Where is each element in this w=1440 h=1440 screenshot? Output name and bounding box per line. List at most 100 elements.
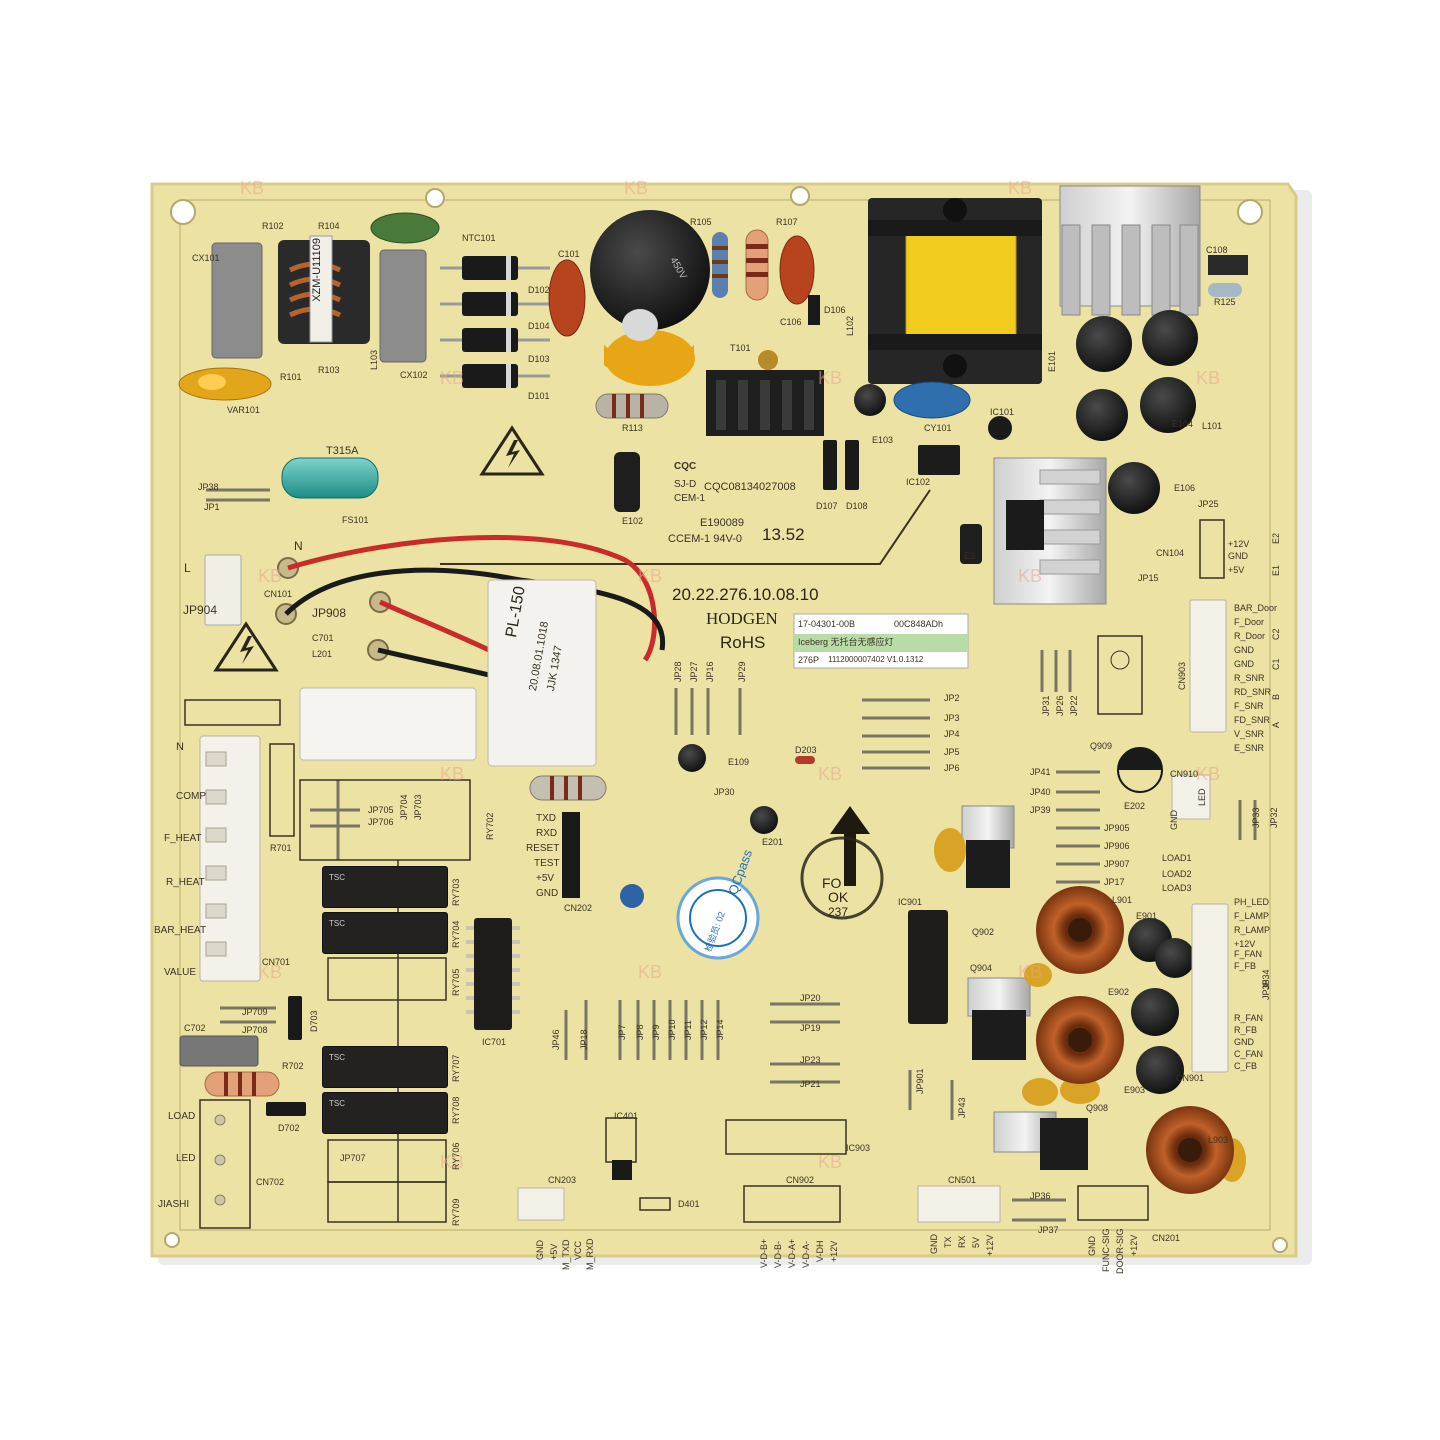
silkscreen-label: JP704 (399, 794, 409, 820)
silkscreen-label: JP35 (1261, 979, 1271, 1000)
silkscreen-label: RY705 (451, 968, 461, 996)
watermark: KB (258, 962, 283, 982)
silkscreen-label: JP26 (1055, 695, 1065, 716)
silkscreen-label: C108 (1206, 245, 1228, 255)
relay-label: TSC (329, 1053, 345, 1062)
silkscreen-label: +12V (1129, 1234, 1139, 1256)
silkscreen-label: JP28 (673, 661, 683, 682)
silkscreen-label: E106 (1174, 483, 1196, 493)
silkscreen-label: RD_SNR (1234, 687, 1272, 697)
silkscreen-label: M_RXD (585, 1238, 595, 1270)
silkscreen-label: CN501 (948, 1175, 977, 1185)
silkscreen-label: R702 (282, 1061, 304, 1071)
silkscreen-label: V-D-A+ (787, 1238, 797, 1268)
silkscreen-label: E903 (1124, 1085, 1146, 1095)
silkscreen-label: F_Door (1234, 617, 1265, 627)
relay-label: TSC (329, 919, 345, 928)
silkscreen-label: GND (536, 888, 559, 899)
watermark: KB (638, 962, 663, 982)
silkscreen-label: IC401 (614, 1111, 639, 1121)
watermark: KB (638, 566, 663, 586)
relay-label: TSC (329, 873, 345, 882)
sticker-line3-right: 1112000007402 V1.0.1312 (828, 655, 924, 664)
silkscreen-label: GND (1234, 659, 1254, 669)
silkscreen-label: GND (1234, 1037, 1254, 1047)
silkscreen-label: BAR_HEAT (154, 925, 207, 936)
silkscreen-label: D108 (846, 501, 868, 511)
silkscreen-label: JP18 (579, 1029, 589, 1050)
silkscreen-label: GND (1087, 1236, 1097, 1256)
silkscreen-label: C101 (558, 249, 580, 259)
silkscreen-label: F_SNR (1234, 701, 1264, 711)
silkscreen-label: FUNC-SIG (1101, 1228, 1111, 1273)
silkscreen-label: E2 (1271, 532, 1281, 544)
silkscreen-label: JIASHI (158, 1199, 190, 1210)
silkscreen-label: E1 (1271, 564, 1281, 576)
silkscreen-label: RX (957, 1235, 967, 1248)
silkscreen-label: CX102 (400, 370, 428, 380)
silkscreen-label: B (1271, 693, 1281, 700)
watermark: KB (440, 764, 465, 784)
silkscreen-label: JP3 (944, 713, 960, 723)
silkscreen-label: BAR_Door (1234, 603, 1278, 613)
silkscreen-label: VAR101 (227, 405, 260, 415)
silkscreen-label: CN903 (1177, 661, 1187, 690)
silkscreen-label: JP36 (1030, 1191, 1051, 1201)
relay-ry704: TSC (322, 912, 448, 954)
silkscreen-label: Q902 (972, 927, 995, 937)
silkscreen-label: C106 (780, 317, 802, 327)
silkscreen-label: R113 (622, 423, 643, 433)
silkscreen-label: 5V (971, 1236, 981, 1248)
silkscreen-label: RY703 (451, 878, 461, 906)
silkscreen-label: JP906 (1104, 841, 1130, 851)
silkscreen-label: D702 (278, 1123, 300, 1133)
silkscreen-label: V-D-A- (801, 1241, 811, 1268)
silkscreen-label: JP43 (957, 1097, 967, 1118)
silkscreen-label: C701 (312, 633, 334, 643)
silkscreen-label: +12V (829, 1240, 839, 1262)
silkscreen-label: CN202 (564, 903, 593, 913)
silkscreen-label: FS101 (342, 515, 369, 525)
watermark: KB (818, 1152, 843, 1172)
silkscreen-label: V_SNR (1234, 729, 1265, 739)
silkscreen-label: R_HEAT (166, 877, 205, 888)
flammability-rating: CCEM-1 94V-0 (668, 533, 742, 545)
relay-ry703: TSC (322, 866, 448, 908)
silkscreen-label: JP11 (683, 1020, 693, 1040)
silkscreen-label: TX (943, 1236, 953, 1248)
silkscreen-label: IC701 (482, 1037, 507, 1047)
silkscreen-label: DOOR-SIG (1115, 1228, 1125, 1274)
silkscreen-label: JP37 (1038, 1225, 1059, 1235)
watermark: KB (440, 368, 465, 388)
watermark: KB (1018, 962, 1043, 982)
silkscreen-label: JP706 (368, 817, 394, 827)
silkscreen-label: CN701 (262, 957, 291, 967)
silkscreen-label: L (184, 561, 191, 575)
silkscreen-label: TEST (534, 858, 560, 869)
silkscreen-label: N (294, 539, 303, 553)
silkscreen-label: D104 (528, 321, 550, 331)
watermark: KB (624, 178, 649, 198)
silkscreen-label: JP904 (183, 603, 218, 617)
silkscreen-label: JP9 (651, 1024, 661, 1040)
silkscreen-label: N (176, 741, 184, 753)
silkscreen-label: Q904 (970, 963, 993, 973)
silkscreen-label: GND (929, 1234, 939, 1254)
silkscreen-label: E103 (872, 435, 894, 445)
silkscreen-label: +5V (549, 1243, 559, 1260)
silkscreen-label: R_LAMP (1234, 925, 1271, 935)
sticker-line1-left: 17-04301-00B (798, 619, 856, 629)
date-code: 13.52 (762, 525, 805, 544)
silkscreen-label: JP905 (1104, 823, 1130, 833)
silkscreen-label: JP2 (944, 693, 960, 703)
silkscreen-label: CN901 (1176, 1073, 1205, 1083)
silkscreen-label: D401 (678, 1199, 700, 1209)
silkscreen-label: JP17 (1104, 877, 1125, 887)
silkscreen-label: R102 (262, 221, 284, 231)
silkscreen-label: F_FB (1234, 961, 1257, 971)
silkscreen-label: LOAD (168, 1111, 196, 1122)
silkscreen-label: PH_LED (1234, 897, 1270, 907)
silkscreen-label: D106 (824, 305, 846, 315)
silkscreen-label: JP8 (635, 1024, 645, 1040)
